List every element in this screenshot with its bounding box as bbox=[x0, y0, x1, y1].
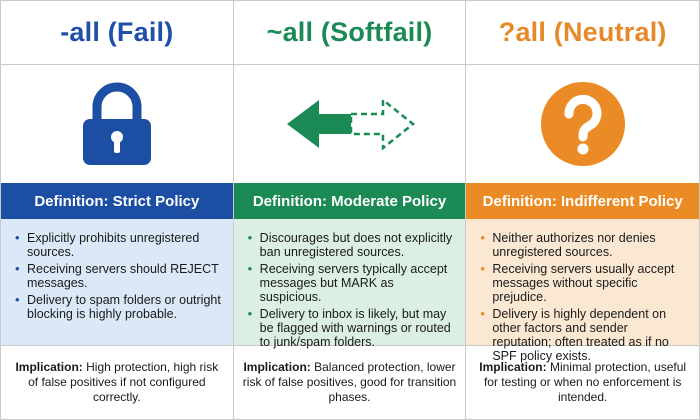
column-softfail: ~all (Softfail) Definition: Moderate Pol… bbox=[233, 1, 467, 419]
implication-text: Minimal protection, useful for testing o… bbox=[483, 360, 687, 404]
column-title-fail: -all (Fail) bbox=[1, 1, 233, 65]
bullet-list-fail: Explicitly prohibits unregistered source… bbox=[1, 219, 233, 345]
implication-label: Implication: bbox=[243, 360, 311, 374]
column-title-neutral: ?all (Neutral) bbox=[466, 1, 700, 65]
definition-bar-fail: Definition: Strict Policy bbox=[1, 183, 233, 219]
implication-label: Implication: bbox=[15, 360, 83, 374]
implication-softfail: Implication: Balanced protection, lower … bbox=[233, 345, 466, 419]
bullet-item: Receiving servers should REJECT messages… bbox=[15, 262, 223, 290]
question-mark-icon bbox=[540, 82, 625, 166]
bullet-item: Delivery to spam folders or outright blo… bbox=[15, 293, 223, 321]
bullet-item: Explicitly prohibits unregistered source… bbox=[15, 231, 223, 259]
bullet-item: Discourages but does not explicitly ban … bbox=[248, 231, 456, 259]
column-title-softfail: ~all (Softfail) bbox=[233, 1, 466, 65]
icon-area-fail bbox=[1, 65, 233, 183]
bullet-item: Delivery is highly dependent on other fa… bbox=[480, 307, 689, 363]
implication-text: High protection, high risk of false posi… bbox=[28, 360, 219, 404]
bullet-list-softfail: Discourages but does not explicitly ban … bbox=[233, 219, 466, 349]
bullet-item: Neither authorizes nor denies unregister… bbox=[480, 231, 689, 259]
implication-label: Implication: bbox=[479, 360, 547, 374]
column-fail: -all (Fail) Definition: Strict Policy Ex… bbox=[1, 1, 234, 419]
implication-fail: Implication: High protection, high risk … bbox=[1, 345, 233, 419]
lock-icon bbox=[82, 82, 151, 165]
implication-text: Balanced protection, lower risk of false… bbox=[242, 360, 457, 404]
icon-area-softfail bbox=[234, 65, 466, 183]
arrow-swap-icon bbox=[286, 97, 415, 151]
bullet-list-neutral: Neither authorizes nor denies unregister… bbox=[466, 219, 700, 363]
bullet-item: Receiving servers typically accept messa… bbox=[248, 262, 456, 304]
implication-neutral: Implication: Minimal protection, useful … bbox=[466, 345, 700, 419]
column-neutral: ?all (Neutral) Definition: Indifferent P… bbox=[466, 1, 700, 419]
icon-area-neutral bbox=[466, 65, 699, 183]
definition-bar-neutral: Definition: Indifferent Policy bbox=[466, 183, 700, 219]
bullet-item: Delivery to inbox is likely, but may be … bbox=[248, 307, 456, 349]
definition-bar-softfail: Definition: Moderate Policy bbox=[233, 183, 466, 219]
bullet-item: Receiving servers usually accept message… bbox=[480, 262, 689, 304]
